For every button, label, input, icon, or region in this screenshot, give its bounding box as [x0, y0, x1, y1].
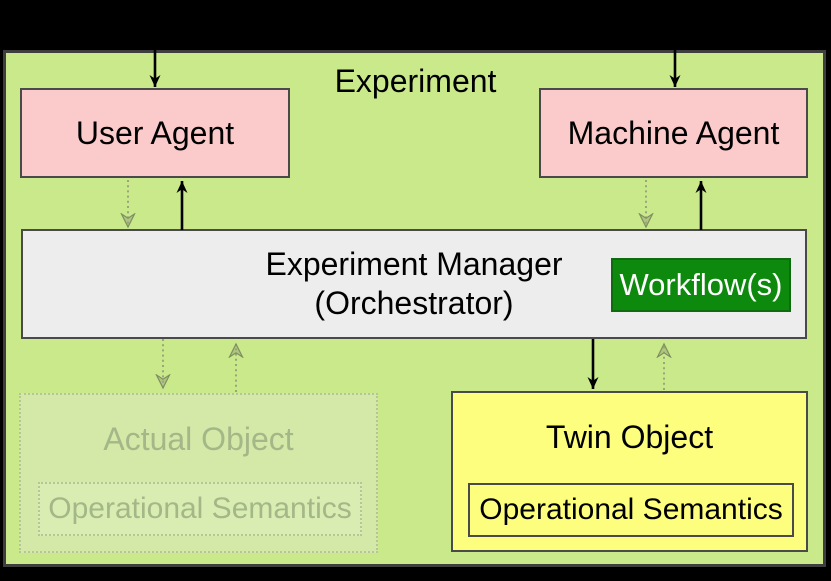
actual-object-label: Actual Object [103, 420, 294, 457]
machine-agent-label: Machine Agent [567, 114, 780, 151]
experiment-title: Experiment [334, 63, 497, 99]
experiment-manager-label-line2: (Orchestrator) [314, 285, 514, 321]
actual-operational-semantics-box: Operational Semantics [38, 482, 362, 536]
actual-operational-semantics-label: Operational Semantics [48, 492, 352, 525]
workflow-box: Workflow(s) [611, 258, 791, 312]
user-agent-box: User Agent [20, 88, 290, 178]
user-agent-label: User Agent [75, 114, 235, 151]
experiment-manager-label-line1: Experiment Manager [265, 245, 563, 282]
twin-operational-semantics-label: Operational Semantics [479, 493, 783, 526]
machine-agent-box: Machine Agent [539, 88, 808, 178]
twin-object-box: Twin Object Operational Semantics [451, 391, 808, 552]
twin-operational-semantics-box: Operational Semantics [468, 483, 794, 537]
actual-object-box: Actual Object Operational Semantics [19, 393, 378, 553]
workflow-label: Workflow(s) [619, 267, 783, 302]
twin-object-label: Twin Object [545, 418, 714, 455]
